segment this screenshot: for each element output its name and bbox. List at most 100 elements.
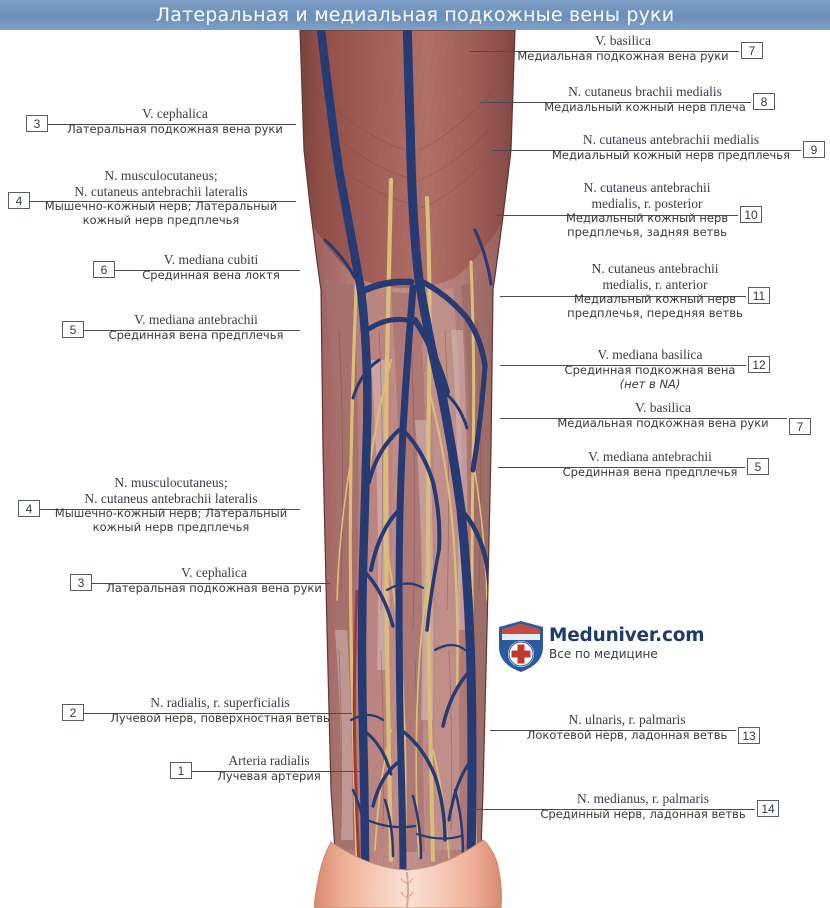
leader-line [30, 201, 296, 202]
label-number-7[interactable]: 7 [741, 42, 763, 59]
label-russian: Медиальная подкожная вена руки [517, 48, 729, 63]
label-latin: Arteria radialis [228, 753, 310, 768]
leader-line [48, 124, 296, 125]
anatomy-label: N. musculocutaneus;N. cutaneus antebrach… [32, 168, 290, 227]
label-russian: Мышечно-кожный нерв; Латеральный [44, 199, 278, 213]
label-russian: Латеральная подкожная вена руки [106, 580, 322, 595]
label-russian: Мышечно-кожный нерв; Латеральный [54, 506, 288, 520]
label-latin: V. cephalica [181, 565, 247, 580]
label-number-5[interactable]: 5 [62, 321, 84, 338]
label-russian: Срединная вена предплечья [108, 327, 284, 342]
page-title: Латеральная и медиальная подкожные вены … [155, 4, 675, 26]
label-russian: Медиальная подкожная вена руки [557, 415, 769, 430]
label-russian: Лучевая артерия [217, 768, 321, 783]
leader-line [490, 730, 736, 731]
label-latin: V. mediana antebrachii [134, 312, 258, 327]
label-number-9[interactable]: 9 [803, 141, 825, 158]
leader-line [92, 583, 330, 584]
label-latin: N. medianus, r. palmaris [577, 791, 709, 806]
leader-line [470, 809, 755, 810]
label-russian: Срединный нерв, ладонная ветвь [540, 806, 746, 821]
leader-line [40, 509, 300, 510]
shield-cross-icon [499, 621, 543, 672]
leader-line [84, 330, 300, 331]
label-latin: N. musculocutaneus; [104, 168, 218, 183]
label-russian: Лучевой нерв, поверхностная ветвь [110, 710, 330, 725]
label-number-4[interactable]: 4 [8, 192, 30, 209]
leader-line [500, 365, 746, 366]
page-header: Латеральная и медиальная подкожные вены … [0, 0, 830, 30]
label-number-3[interactable]: 3 [70, 574, 92, 591]
label-number-8[interactable]: 8 [753, 93, 775, 110]
label-latin: N. cutaneus antebrachii medialis [582, 132, 760, 147]
label-russian: Срединная вена локтя [142, 267, 280, 282]
label-latin: medialis, r. posterior [591, 195, 703, 211]
label-number-11[interactable]: 11 [748, 287, 770, 304]
leader-line [496, 215, 738, 216]
radial-artery [352, 589, 361, 867]
logo-text-group: Meduniver.com Все по медицине [549, 625, 705, 661]
label-number-3[interactable]: 3 [26, 115, 48, 132]
meduniver-logo[interactable]: Meduniver.com Все по медицине [497, 620, 705, 676]
label-number-6[interactable]: 6 [93, 261, 115, 278]
arm-body [300, 30, 515, 870]
leader-line [492, 150, 801, 151]
label-latin: N. cutaneus antebrachii lateralis [84, 490, 258, 506]
label-russian: Латеральная подкожная вена руки [67, 121, 283, 136]
label-number-7[interactable]: 7 [789, 418, 811, 435]
hand-palm [313, 839, 502, 908]
anatomy-illustration [295, 30, 520, 908]
label-number-2[interactable]: 2 [62, 704, 84, 721]
leader-line [498, 467, 745, 468]
label-latin: N. cutaneus antebrachii lateralis [74, 183, 248, 199]
label-russian: Срединная вена предплечья [562, 464, 738, 479]
anatomy-label: N. musculocutaneus;N. cutaneus antebrach… [42, 475, 300, 534]
label-latin: N. cutaneus antebrachii [591, 261, 719, 276]
label-latin: N. cutaneus brachii medialis [568, 84, 722, 99]
label-latin: V. cephalica [142, 106, 208, 121]
leader-line [470, 51, 739, 52]
label-russian: предплечья, передняя ветвь [567, 306, 743, 320]
label-latin: N. cutaneus antebrachii [583, 180, 711, 195]
label-number-14[interactable]: 14 [757, 800, 779, 817]
label-latin: V. mediana antebrachii [588, 449, 712, 464]
label-russian: кожный нерв предплечья [82, 213, 240, 227]
label-latin: V. mediana basilica [597, 347, 703, 362]
logo-name: Meduniver.com [549, 625, 705, 646]
label-number-5[interactable]: 5 [747, 458, 769, 475]
label-russian: Срединная подкожная вена [564, 362, 736, 377]
leader-line [84, 713, 352, 714]
label-russian: Медиальный кожный нерв плеча [544, 99, 746, 114]
label-latin: V. basilica [635, 400, 691, 415]
label-russian: Медиальный кожный нерв [565, 211, 729, 225]
label-russian: Медиальный кожный нерв предплечья [551, 147, 790, 162]
label-number-12[interactable]: 12 [748, 356, 770, 373]
label-number-13[interactable]: 13 [738, 727, 760, 744]
label-latin: medialis, r. anterior [602, 276, 708, 292]
label-latin: N. ulnaris, r. palmaris [568, 712, 686, 727]
label-russian: Локотевой нерв, ладонная ветвь [526, 727, 728, 742]
leader-line [192, 771, 360, 772]
label-number-1[interactable]: 1 [170, 762, 192, 779]
label-number-4[interactable]: 4 [18, 500, 40, 517]
label-latin: N. musculocutaneus; [114, 475, 228, 490]
label-number-10[interactable]: 10 [740, 206, 762, 223]
label-latin: N. radialis, r. superficialis [150, 695, 290, 710]
label-latin: V. mediana cubiti [163, 252, 259, 267]
leader-line [500, 418, 787, 419]
